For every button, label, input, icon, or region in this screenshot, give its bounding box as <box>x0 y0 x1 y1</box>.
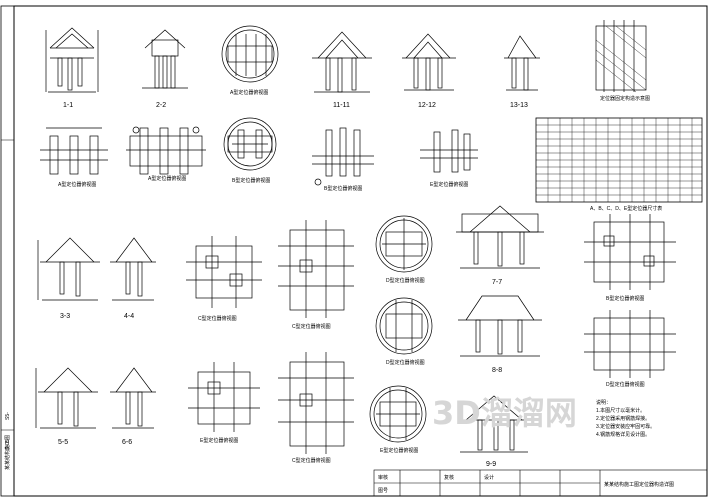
section-label-13-13: 13-13 <box>510 102 528 109</box>
caption-c-plan-bottom: C型定位器俯视图 <box>292 457 331 464</box>
section-4-4 <box>110 237 156 301</box>
section-label-7-7: 7-7 <box>492 279 502 286</box>
table-caption: A、B、C、D、E型定位器尺寸表 <box>590 205 662 212</box>
caption-e-plan2: E型定位器俯视图 <box>200 437 238 444</box>
tb-left-bot: 图号 <box>378 488 388 494</box>
title-block <box>373 469 708 497</box>
section-label-5-5: 5-5 <box>58 439 68 446</box>
tb-left-top: 审核 <box>378 474 388 481</box>
plan-d-circle <box>375 215 433 273</box>
note-1: 1.本图尺寸以毫米计。 <box>596 407 645 414</box>
section-7-7 <box>456 205 544 269</box>
note-3: 3.定位器安装应牢固可靠。 <box>596 423 655 430</box>
plan-a-circle <box>221 25 279 83</box>
section-12-12 <box>402 33 456 91</box>
caption-d-plan-mid: D型定位器俯视图 <box>386 277 425 284</box>
section-9-9 <box>458 395 530 453</box>
side-text-mid: S5- <box>5 412 11 420</box>
plan-c-mid <box>278 220 354 318</box>
caption-a-plan2: A型定位器俯视图 <box>148 175 186 182</box>
tb-title: 某某结构施工图定位器构造详图 <box>604 481 674 488</box>
side-text-bot: S-05 <box>5 439 11 450</box>
plan-b-1 <box>312 127 374 186</box>
caption-c-plan-mid: C型定位器俯视图 <box>292 323 331 330</box>
section-3-3 <box>37 237 100 301</box>
caption-b-section: B型定位器俯视图 <box>232 177 270 184</box>
caption-b-plan: B型定位器俯视图 <box>324 185 362 192</box>
side-strip <box>0 5 15 497</box>
plan-d-circle-2 <box>375 297 433 355</box>
plan-c-bottom <box>278 352 354 454</box>
plan-b-circle <box>223 117 277 171</box>
caption-c-section: C型定位器俯视图 <box>198 315 237 322</box>
caption-side-detail: 定位器固定构造示意图 <box>600 95 650 102</box>
caption-d-plan-right: D型定位器俯视图 <box>606 381 645 388</box>
dimension-table <box>535 117 703 203</box>
plan-e-1 <box>420 129 478 173</box>
section-1-1 <box>45 27 99 93</box>
section-6-6 <box>110 367 156 429</box>
section-label-3-3: 3-3 <box>60 313 70 320</box>
section-label-9-9: 9-9 <box>486 461 496 468</box>
caption-e-plan: E型定位器俯视图 <box>430 181 468 188</box>
caption-b-plan-right: B型定位器俯视图 <box>606 295 644 302</box>
tb-mid-top: 复核 <box>444 474 454 481</box>
side-text-top: 某某结构施工图 <box>4 435 11 470</box>
section-label-2-2: 2-2 <box>156 102 166 109</box>
plan-b-right <box>584 214 676 290</box>
note-0: 说明： <box>596 399 611 406</box>
sheet-border <box>13 5 708 497</box>
section-label-1-1: 1-1 <box>63 102 73 109</box>
section-label-12-12: 12-12 <box>418 102 436 109</box>
plan-e-circle <box>369 385 427 443</box>
side-detail <box>595 20 647 93</box>
section-5-5 <box>35 367 98 429</box>
tb-mid-top2: 设计 <box>484 474 494 481</box>
plan-d-right <box>584 310 676 378</box>
caption-a-top: A型定位器俯视图 <box>230 89 268 96</box>
section-2-2 <box>142 29 188 89</box>
plan-a-2 <box>126 126 206 175</box>
section-label-4-4: 4-4 <box>124 313 134 320</box>
section-label-6-6: 6-6 <box>122 439 132 446</box>
plan-e-2 <box>188 362 260 432</box>
note-4: 4.钢筋规格详见设计图。 <box>596 431 650 438</box>
caption-a-plan: A型定位器俯视图 <box>58 181 96 188</box>
caption-d-plan2: D型定位器俯视图 <box>386 359 425 366</box>
section-label-11-11: 11-11 <box>333 102 350 109</box>
section-8-8 <box>458 295 542 357</box>
note-2: 2.定位器采用钢筋焊接。 <box>596 415 650 422</box>
watermark-logo: 3D溜溜网 <box>432 394 577 432</box>
section-label-8-8: 8-8 <box>492 367 502 374</box>
notes-block: 说明： 1.本图尺寸以毫米计。 2.定位器采用钢筋焊接。 3.定位器安装应牢固可… <box>596 399 655 438</box>
caption-e-circle: E型定位器俯视图 <box>380 447 418 454</box>
plan-c-1 <box>186 236 262 308</box>
plan-a-1 <box>40 127 108 175</box>
section-11-11 <box>312 31 372 93</box>
section-13-13 <box>504 35 540 91</box>
